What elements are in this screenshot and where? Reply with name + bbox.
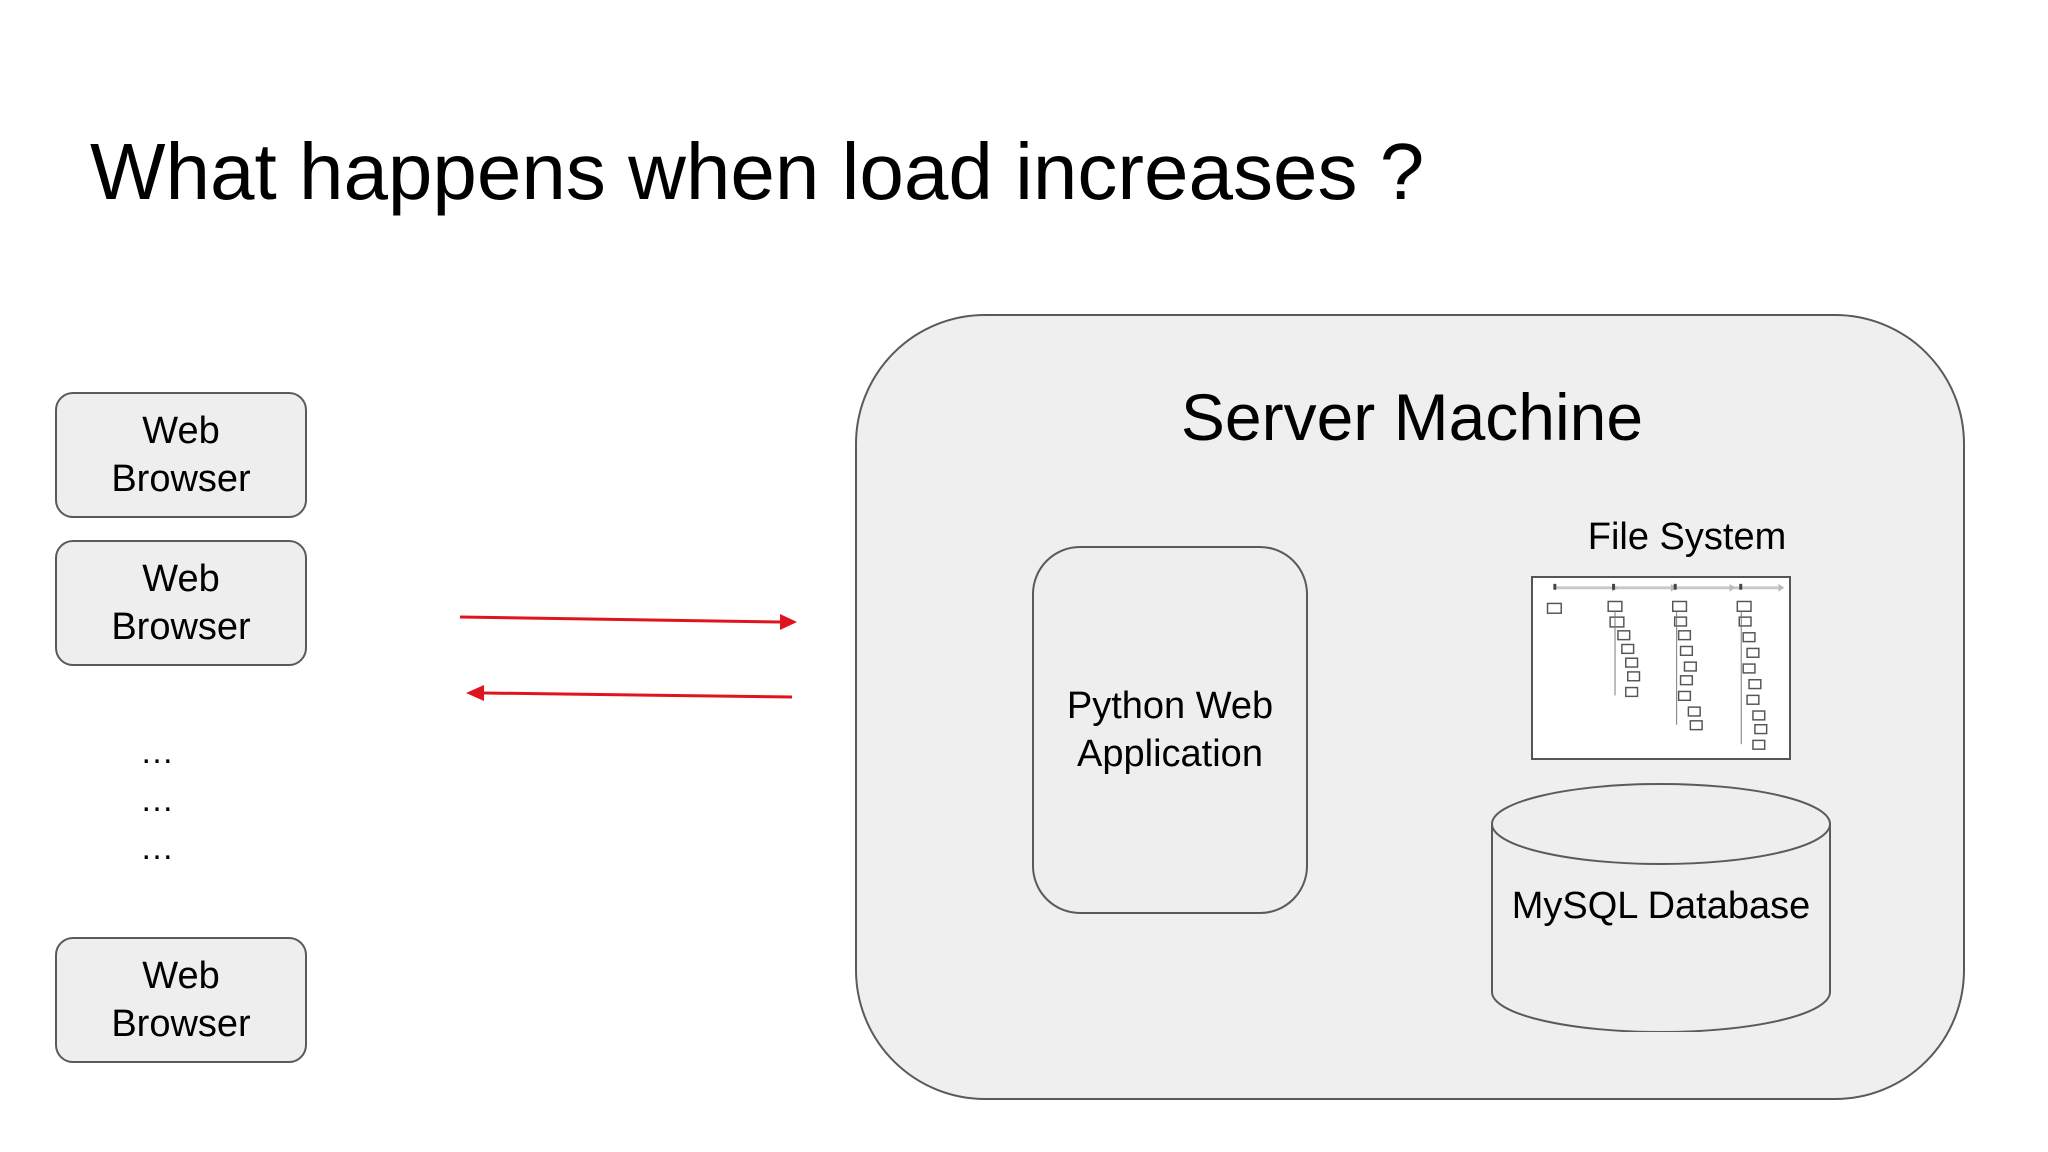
web-browser-box-1: Web Browser [55,392,307,518]
python-web-application-label: Python Web Application [1066,685,1274,775]
python-web-application-box: Python Web Application [1032,546,1308,914]
slide-title: What happens when load increases ? [90,127,1425,216]
ellipsis-2: … [140,781,176,819]
web-browser-label-1: Web Browser [111,410,251,500]
mysql-database-label: MySQL Database [1511,885,1811,927]
mysql-database-cylinder: MySQL Database [1490,782,1832,1032]
web-browser-box-2: Web Browser [55,540,307,666]
web-browser-box-3: Web Browser [55,937,307,1063]
web-browser-label-2: Web Browser [111,558,251,648]
ellipsis-1: … [140,733,176,771]
server-machine-box: Server Machine Python Web Application Fi… [855,314,1965,1100]
server-machine-title: Server Machine [1180,380,1644,454]
ellipsis-3: … [140,829,176,867]
file-tree-icon [1546,583,1785,750]
database-icon [1491,783,1831,1032]
file-system-label: File System [1587,516,1787,558]
response-arrow-head [466,685,484,701]
response-arrow-line [483,691,793,699]
request-arrow-head [780,614,797,630]
request-arrow-line [459,615,781,624]
web-browser-label-3: Web Browser [111,955,251,1045]
file-system-image [1531,576,1791,760]
